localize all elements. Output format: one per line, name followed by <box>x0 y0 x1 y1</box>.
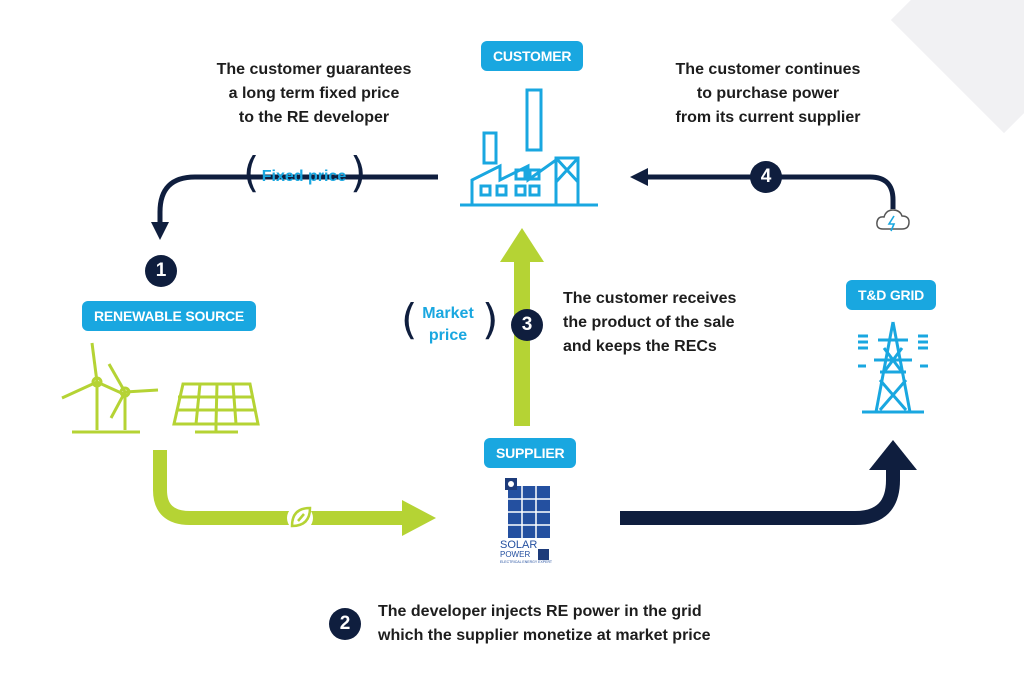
customer-label: CUSTOMER <box>481 41 584 71</box>
step3-note-line: the product of the sale <box>563 314 735 331</box>
step-number-1: 1 <box>145 255 177 287</box>
td-grid-label: T&D GRID <box>846 280 937 310</box>
step4-note: The customer continues to purchase power… <box>648 58 888 130</box>
step2-note-line: which the supplier monetize at market pr… <box>378 627 711 644</box>
step1-note-line: a long term fixed price <box>228 85 400 102</box>
step4-note-line: to purchase power <box>696 85 840 102</box>
step-number-2: 2 <box>329 608 361 640</box>
step-number-3: 3 <box>511 309 543 341</box>
wind-turbine-icon <box>61 342 159 434</box>
grid-to-customer-arrow <box>630 168 896 232</box>
step3-note-line: and keeps the RECs <box>563 338 717 355</box>
market-price-label: Market price <box>414 303 482 347</box>
step3-note: The customer receives the product of the… <box>563 287 793 359</box>
fixed-price-label: Fixed price <box>261 168 347 185</box>
factory-icon <box>460 88 598 207</box>
market-price-open-paren: ( <box>401 295 418 344</box>
leaf-icon <box>290 506 312 528</box>
step1-note-line: to the RE developer <box>238 109 390 126</box>
step4-note-line: The customer continues <box>675 61 861 78</box>
step1-note-line: The customer guarantees <box>216 61 412 78</box>
cloud-lightning-icon <box>876 209 910 235</box>
logo-line-3: ELECTRICAL ENERGY EXPERT <box>500 560 553 564</box>
step2-note: The developer injects RE power in the gr… <box>378 600 798 648</box>
step1-note: The customer guarantees a long term fixe… <box>186 58 442 130</box>
fixed-price-arrow <box>151 174 438 240</box>
market-price-line: price <box>428 327 468 344</box>
logo-line-2: POWER <box>500 550 531 559</box>
step-number-4: 4 <box>750 161 782 193</box>
supplier-to-grid-arrow <box>620 440 917 525</box>
supplier-label: SUPPLIER <box>484 438 577 468</box>
market-price-close-paren: ) <box>482 295 499 344</box>
step4-note-line: from its current supplier <box>675 109 861 126</box>
solar-power-logo <box>505 478 550 560</box>
step2-note-line: The developer injects RE power in the gr… <box>378 603 702 620</box>
transmission-tower-icon <box>858 321 928 414</box>
supplier-to-customer-arrow <box>500 228 544 426</box>
renewable-source-label: RENEWABLE SOURCE <box>82 301 257 331</box>
solar-power-logo-text: SOLAR POWER ELECTRICAL ENERGY EXPERT <box>500 540 560 565</box>
logo-line-1: SOLAR <box>500 539 538 551</box>
renewable-to-supplier-arrow <box>153 450 436 536</box>
step3-note-line: The customer receives <box>563 290 737 307</box>
fixed-price-open-paren: ( <box>243 148 260 197</box>
market-price-line: Market <box>422 305 474 322</box>
fixed-price-close-paren: ) <box>350 148 367 197</box>
solar-panel-icon <box>172 382 260 434</box>
